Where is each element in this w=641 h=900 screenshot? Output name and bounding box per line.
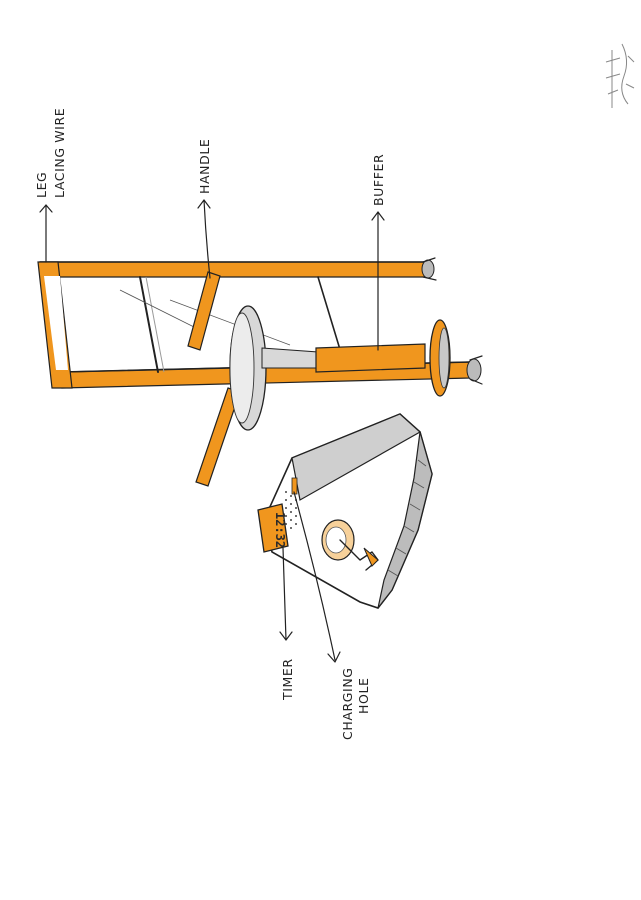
handle-assembly (187, 271, 319, 487)
label-buffer: BUFFER (371, 154, 386, 206)
label-leg: LEG (34, 172, 49, 198)
handle-upper (187, 271, 221, 351)
label-hole: HOLE (356, 677, 371, 714)
timer-display (257, 503, 289, 553)
bottom-rail-end (466, 358, 482, 382)
top-rail (39, 261, 426, 278)
label-timer: TIMER (280, 658, 295, 701)
lacing-wire (139, 276, 159, 373)
timer-readout: 12:32 (273, 512, 287, 548)
label-lacing-wire: LACING WIRE (52, 108, 67, 198)
label-handle: HANDLE (197, 139, 212, 194)
buffer-cylinder (315, 343, 426, 373)
leader-lines (39, 199, 385, 663)
signature-mark (605, 43, 635, 108)
label-charging: CHARGING (340, 667, 355, 740)
charging-hole (291, 477, 298, 495)
timer-box-edge (377, 431, 433, 609)
top-rail-end (421, 259, 435, 279)
buffer-assembly (315, 319, 451, 397)
timer-box: 12:32 (257, 413, 433, 609)
